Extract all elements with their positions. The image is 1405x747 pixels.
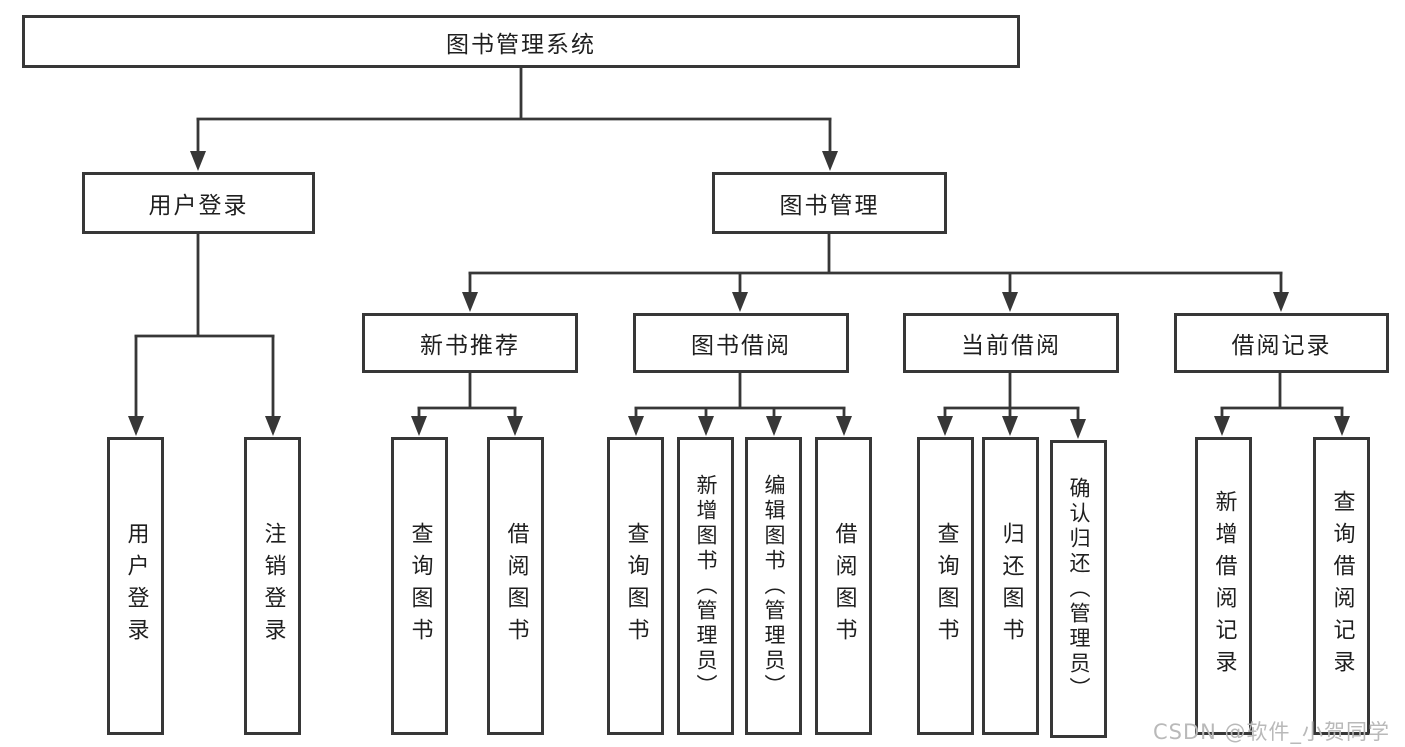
node-current-borrowing-label: 当前借阅 xyxy=(961,333,1061,359)
leaf-return-books-label: 归还图书 xyxy=(998,522,1024,650)
leaf-logout-label: 注销登录 xyxy=(260,522,286,650)
leaf-query-books-1: 查询图书 xyxy=(391,437,448,735)
node-user-login-label: 用户登录 xyxy=(148,193,249,219)
leaf-confirm-return-admin: 确认归还（管理员） xyxy=(1050,440,1107,738)
leaf-user-login-label: 用户登录 xyxy=(123,522,149,650)
leaf-borrow-books-2-label: 借阅图书 xyxy=(831,522,857,650)
leaf-user-login: 用户登录 xyxy=(107,437,164,735)
leaf-add-borrow-record: 新增借阅记录 xyxy=(1195,437,1252,735)
node-book-management: 图书管理 xyxy=(712,172,947,234)
node-borrowing-records: 借阅记录 xyxy=(1174,313,1389,373)
leaf-query-books-3-label: 查询图书 xyxy=(933,522,959,650)
leaf-query-borrow-record: 查询借阅记录 xyxy=(1313,437,1370,735)
arrowhead-icons xyxy=(128,151,1350,439)
node-book-management-label: 图书管理 xyxy=(779,193,880,219)
node-root: 图书管理系统 xyxy=(22,15,1020,68)
leaf-query-borrow-record-label: 查询借阅记录 xyxy=(1329,490,1355,682)
leaf-query-books-2-label: 查询图书 xyxy=(623,522,649,650)
node-root-label: 图书管理系统 xyxy=(446,31,596,58)
leaf-query-books-2: 查询图书 xyxy=(607,437,664,735)
leaf-add-books-admin-label: 新增图书（管理员） xyxy=(694,473,718,699)
leaf-query-books-3: 查询图书 xyxy=(917,437,974,735)
leaf-add-borrow-record-label: 新增借阅记录 xyxy=(1211,490,1237,682)
node-user-login: 用户登录 xyxy=(82,172,315,234)
leaf-return-books: 归还图书 xyxy=(982,437,1039,735)
leaf-add-books-admin: 新增图书（管理员） xyxy=(677,437,734,735)
node-new-book-recommend: 新书推荐 xyxy=(362,313,578,373)
leaf-edit-books-admin-label: 编辑图书（管理员） xyxy=(762,473,786,699)
node-book-borrowing-label: 图书借阅 xyxy=(691,333,791,359)
leaf-edit-books-admin: 编辑图书（管理员） xyxy=(745,437,802,735)
node-new-book-recommend-label: 新书推荐 xyxy=(420,333,520,359)
leaf-borrow-books-1: 借阅图书 xyxy=(487,437,544,735)
leaf-borrow-books-2: 借阅图书 xyxy=(815,437,872,735)
csdn-watermark: CSDN @软件_小贺同学 xyxy=(1153,720,1391,744)
leaf-logout: 注销登录 xyxy=(244,437,301,735)
leaf-borrow-books-1-label: 借阅图书 xyxy=(503,522,529,650)
leaf-confirm-return-admin-label: 确认归还（管理员） xyxy=(1067,476,1091,702)
node-borrowing-records-label: 借阅记录 xyxy=(1231,333,1332,359)
node-book-borrowing: 图书借阅 xyxy=(633,313,849,373)
node-current-borrowing: 当前借阅 xyxy=(903,313,1119,373)
leaf-query-books-1-label: 查询图书 xyxy=(407,522,433,650)
